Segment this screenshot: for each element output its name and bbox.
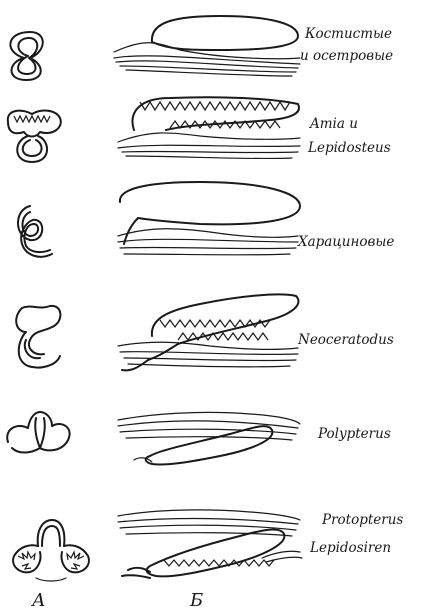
row-6: Protopterus Lepidosiren — [13, 510, 403, 581]
row-1-longitudinal — [114, 16, 300, 76]
row-5-cross-section — [7, 412, 69, 453]
row-3: Харациновые — [18, 182, 394, 257]
row-1-label-line2: и осетровые — [300, 48, 393, 64]
row-6-label-line1: Protopterus — [321, 512, 403, 528]
row-1: Костистые и осетровые — [10, 16, 393, 80]
row-6-cross-section — [13, 520, 89, 581]
row-2-cross-section — [8, 111, 61, 162]
row-5-label-line1: Polypterus — [317, 426, 391, 442]
row-2-label-line2: Lepidosteus — [307, 140, 391, 156]
row-4: Neoceratodus — [16, 294, 394, 370]
row-4-longitudinal — [118, 294, 298, 370]
column-a-label: А — [30, 590, 46, 611]
row-5: Polypterus — [7, 412, 391, 465]
row-6-label-line2: Lepidosiren — [309, 540, 391, 556]
row-3-cross-section — [18, 206, 52, 257]
row-4-cross-section — [16, 306, 60, 368]
row-6-longitudinal — [118, 510, 302, 578]
row-2-longitudinal — [118, 97, 300, 158]
row-3-longitudinal — [118, 182, 300, 255]
row-1-label-line1: Костистые — [304, 26, 392, 42]
row-1-cross-section — [10, 32, 42, 80]
row-2-label-line1: Amia и — [308, 116, 358, 132]
row-2: Amia и Lepidosteus — [8, 97, 391, 162]
column-b-label: Б — [189, 590, 203, 611]
row-3-label-line1: Харациновые — [297, 234, 394, 250]
row-4-label-line1: Neoceratodus — [297, 332, 394, 348]
row-5-longitudinal — [118, 412, 300, 464]
